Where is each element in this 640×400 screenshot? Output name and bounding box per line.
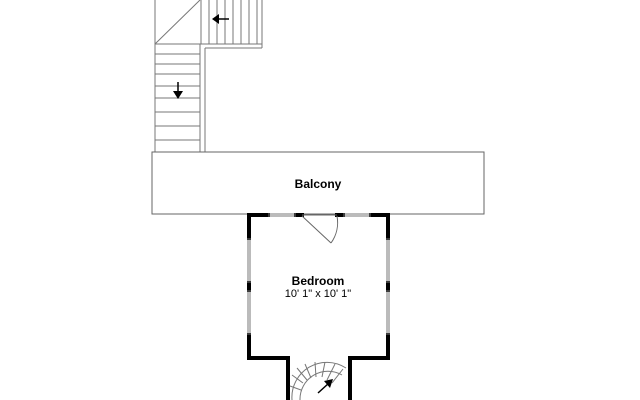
bedroom-label: Bedroom xyxy=(291,274,345,288)
bedroom-door xyxy=(301,214,339,244)
arrow-down-icon xyxy=(173,82,183,99)
arrow-up-right-icon xyxy=(317,379,333,394)
upper-stair xyxy=(154,0,263,152)
bedroom-windows xyxy=(247,213,390,335)
bedroom-walls xyxy=(247,213,390,400)
bedroom-dimensions: 10' 1" x 10' 1" xyxy=(284,288,352,300)
balcony-label: Balcony xyxy=(294,177,342,191)
balcony-area xyxy=(151,151,485,215)
spiral-stair xyxy=(289,361,347,400)
arrow-left-icon xyxy=(212,14,229,24)
